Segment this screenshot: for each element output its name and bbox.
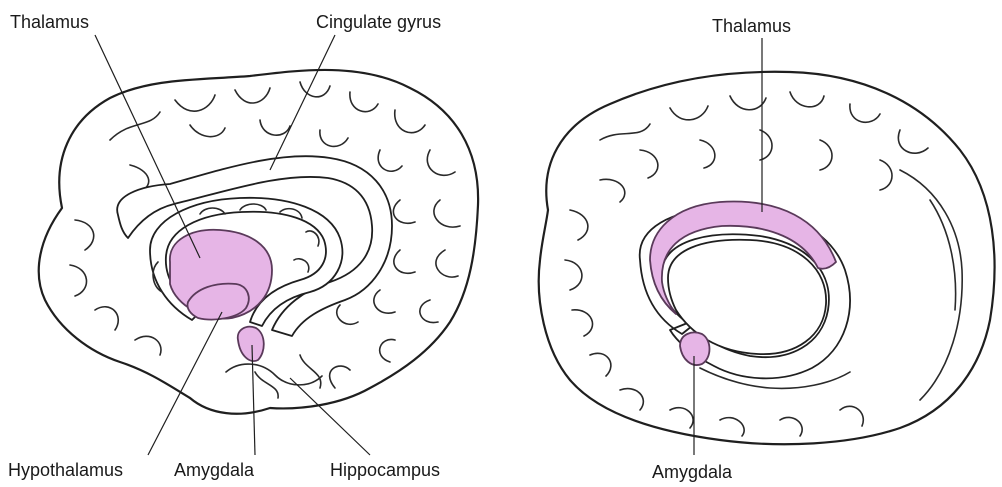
label-left-amygdala: Amygdala <box>174 460 255 480</box>
left-brain-medial-view <box>39 70 478 414</box>
label-right-amygdala: Amygdala <box>652 462 733 482</box>
label-right-thalamus: Thalamus <box>712 16 791 36</box>
label-left-thalamus: Thalamus <box>10 12 89 32</box>
label-left-cingulate-gyrus: Cingulate gyrus <box>316 12 441 32</box>
label-left-hippocampus: Hippocampus <box>330 460 440 480</box>
label-left-hypothalamus: Hypothalamus <box>8 460 123 480</box>
right-brain-oblique-view <box>539 72 995 444</box>
